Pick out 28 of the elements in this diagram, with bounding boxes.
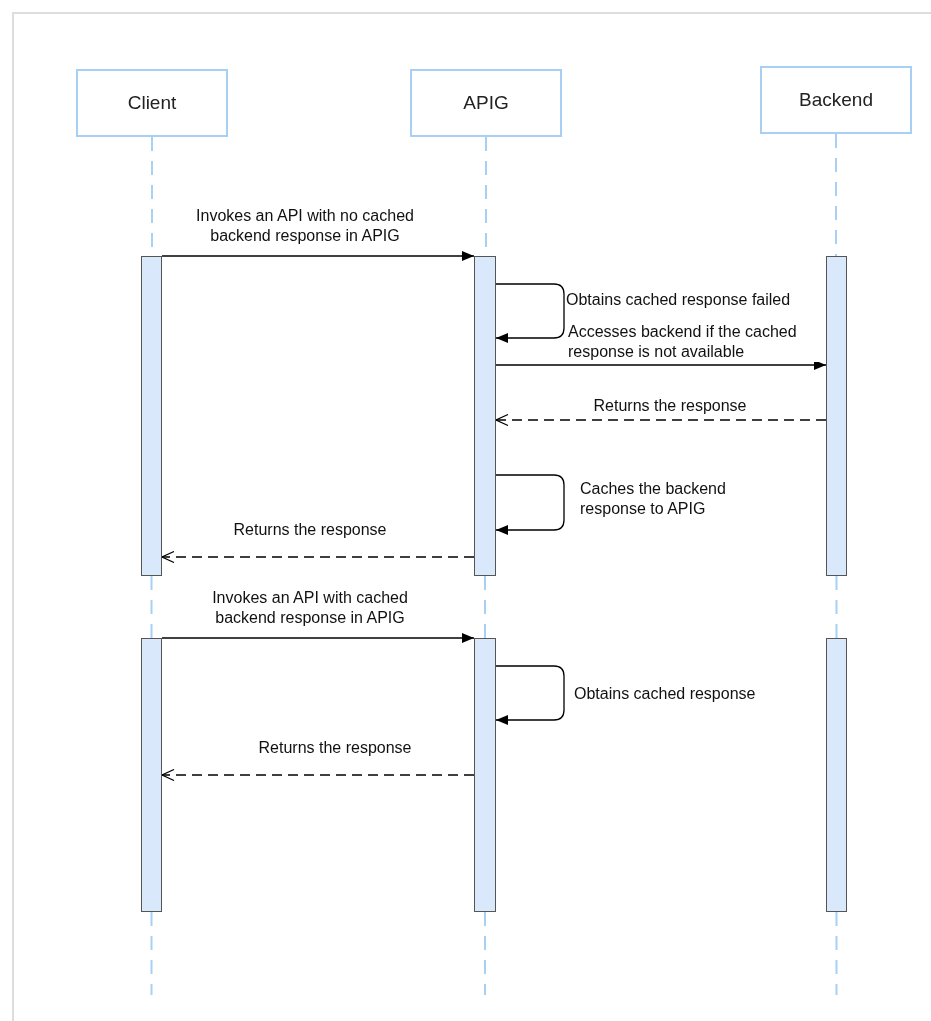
self-message-arrow	[495, 474, 565, 535]
lifeline	[150, 575, 153, 639]
activation-bar	[474, 638, 496, 912]
activation-bar	[826, 256, 847, 576]
self-message-arrow	[495, 665, 565, 725]
participant-name: Client	[127, 92, 177, 114]
participant-name: Backend	[799, 89, 873, 111]
return-arrow	[495, 413, 827, 427]
activation-bar	[141, 256, 162, 576]
lifeline	[835, 133, 837, 257]
lifeline	[484, 575, 486, 639]
self-message-arrow	[495, 283, 565, 343]
return-arrow	[161, 768, 475, 782]
return-arrow	[161, 550, 475, 564]
activation-bar	[141, 638, 162, 912]
activation-bar	[826, 638, 847, 912]
participant-name: APIG	[463, 92, 509, 114]
lifeline	[835, 911, 838, 996]
activation-bar	[474, 256, 496, 576]
participant-box	[760, 66, 912, 134]
message-arrow	[161, 251, 475, 261]
lifeline	[150, 911, 153, 996]
participant-box	[410, 69, 562, 137]
message-arrow	[161, 633, 475, 643]
message-arrow	[495, 360, 827, 370]
lifeline	[835, 575, 838, 639]
lifeline	[484, 911, 486, 996]
participant-box	[76, 69, 228, 137]
